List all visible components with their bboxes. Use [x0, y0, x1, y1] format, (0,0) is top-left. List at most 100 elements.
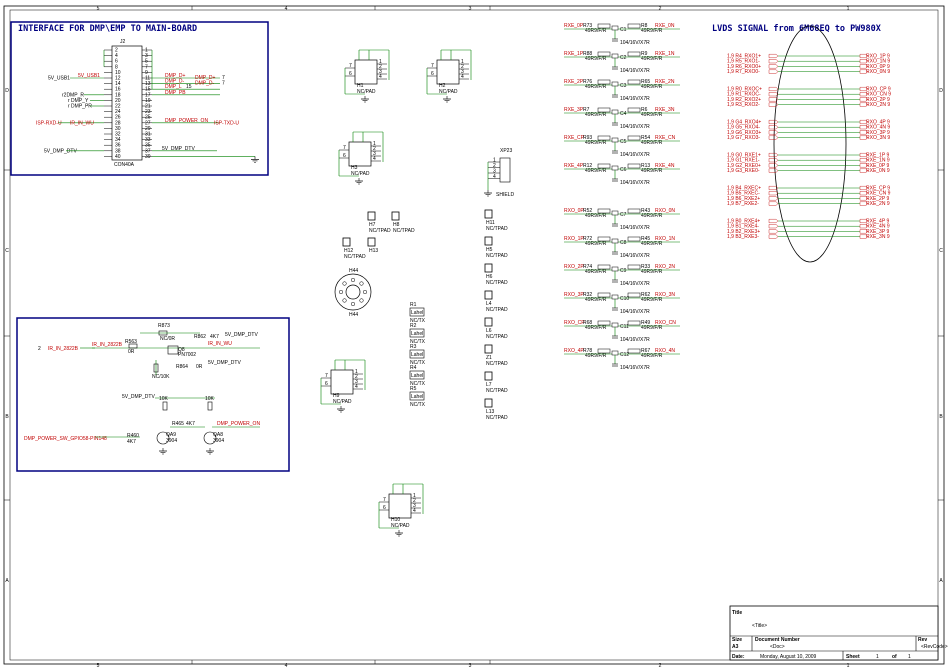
pin-number: 29 — [145, 126, 151, 132]
cap-ref: C11 — [620, 324, 629, 330]
shield-label: SHIELD — [496, 192, 514, 198]
pin-number: 4 — [115, 53, 118, 59]
port-arrow — [859, 168, 869, 173]
part-ref: R45 — [641, 236, 650, 242]
pin-number: 5 — [145, 59, 148, 65]
tpad-ref: L4 — [486, 301, 492, 307]
pin-number: 32 — [115, 132, 121, 138]
lvds-source: 1,9 R1_RXOC- — [727, 92, 761, 98]
pad-pin-number: 1 — [355, 369, 358, 375]
part-ref: R76 — [583, 79, 592, 85]
lvds-source: 1,9 G0_RXE1+ — [727, 153, 761, 159]
port-arrow — [768, 86, 779, 92]
label-ref: R4 — [410, 365, 417, 371]
port-arrow — [859, 119, 869, 125]
part-value: 49R9/F/R — [585, 325, 607, 331]
ir-net: 5V_DMP_DTV — [122, 394, 155, 400]
part-value: 10K — [205, 396, 215, 402]
port-arrow — [859, 234, 869, 239]
cap-ref: C7 — [620, 212, 627, 218]
lvds-source: 1,9 G1_RXE1- — [727, 158, 760, 164]
lvds-net-out: RXO_1N — [655, 236, 675, 242]
part-value: 49R9/F/R — [641, 28, 663, 34]
net-label-left: 5V_DMP_DTV — [44, 148, 77, 154]
part-value: 3904 — [166, 438, 177, 444]
resistor — [627, 135, 641, 141]
cap-value: 104/16V/X7R — [620, 68, 650, 74]
port-arrow — [768, 69, 779, 74]
port-arrow — [859, 201, 869, 206]
resistor — [597, 236, 611, 242]
frame-row-label: A — [5, 578, 9, 584]
frame-row-label: A — [939, 578, 943, 584]
part-value: 4K7 — [186, 421, 195, 427]
net-label-right: DMP_D+ — [165, 73, 186, 79]
cap-value: 104/16V/X7R — [620, 96, 650, 102]
tpad-part: NC/TPAD — [486, 361, 508, 367]
tpad-ref: L7 — [486, 382, 492, 388]
pad-pin-number: 6 — [349, 71, 352, 77]
cap-value: 104/16V/X7R — [620, 281, 650, 287]
rev-label: Rev — [918, 637, 927, 643]
sheet-value: 1 — [876, 654, 879, 660]
part-ref: R6 — [641, 107, 648, 113]
ir-net: IR_IN_WU — [208, 341, 232, 347]
frame-row-label: C — [939, 248, 943, 254]
lvds-net-in: RXO_CP — [564, 320, 585, 326]
net-label-right: DMP_L — [165, 84, 182, 90]
net-label-right: DMP_POWER_ON — [165, 118, 208, 124]
port-arrow — [768, 185, 779, 191]
pad-part: NC/PAD — [351, 171, 370, 177]
part-ref: R465 — [172, 421, 184, 427]
docnum-label: Document Number — [755, 637, 800, 643]
tpad-ref: H8 — [393, 222, 400, 228]
part-value: 49R9/F/R — [585, 140, 607, 146]
part-ref: R32 — [583, 292, 592, 298]
rev-value: <RevCode> — [921, 644, 948, 650]
part-value: PN7002 — [178, 352, 196, 358]
lvds-dest: RXE_1P 9 — [866, 153, 889, 159]
port-arrow — [768, 224, 779, 229]
lvds-net-out: RXE_1N — [655, 51, 675, 57]
port-arrow — [859, 152, 869, 158]
pad-pin-number: 4 — [413, 508, 416, 514]
lvds-dest: RXO_3N 9 — [866, 135, 890, 141]
ir-net: DMP_POWER_SW_GPIO58-PIN148 — [24, 436, 107, 442]
tpad-ref: H11 — [486, 220, 495, 226]
cap-value: 104/16V/X7R — [620, 40, 650, 46]
port-arrow — [768, 163, 779, 168]
tpad-part: NC/TPAD — [486, 415, 508, 421]
lvds-dest: RXE_1N 9 — [866, 158, 890, 164]
cap-value: 104/16V/X7R — [620, 180, 650, 186]
pin-number: 7 — [145, 64, 148, 70]
part-value: NC/10K — [152, 374, 170, 380]
pad-pin-number: 7 — [431, 63, 434, 69]
port-arrow — [859, 163, 869, 168]
outer-frame — [3, 5, 945, 665]
part-ref: R7 — [583, 107, 590, 113]
cap-ref: C3 — [620, 83, 627, 89]
lvds-net-in: RXE_2P — [564, 79, 584, 85]
of-value: 1 — [908, 654, 911, 660]
part-value: 49R9/F/R — [641, 168, 663, 174]
pin-number: 28 — [115, 120, 121, 126]
lvds-source: 1,9 B7_RXE2- — [727, 201, 759, 207]
part-value: 49R9/F/R — [585, 28, 607, 34]
resistor — [627, 208, 641, 214]
resistor — [597, 320, 611, 326]
frame-col-label: 4 — [285, 663, 288, 669]
lvds-net-in: RXO_0P — [564, 208, 584, 214]
port-arrow — [859, 125, 869, 130]
part-value: 49R9/F/R — [641, 213, 663, 219]
lvds-net-in: RXE_4P — [564, 163, 584, 169]
pad-pin-number: 2 — [413, 498, 416, 504]
